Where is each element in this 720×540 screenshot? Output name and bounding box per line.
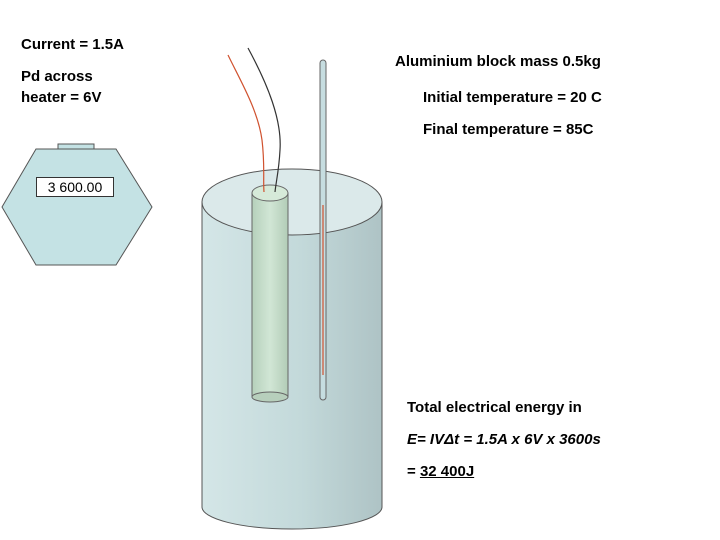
heater-bottom [251, 391, 289, 403]
initial-temperature-label: Initial temperature = 20 C [423, 89, 602, 106]
heater-body [251, 192, 289, 398]
joulemeter-body [1, 148, 153, 266]
mass-label: Aluminium block mass 0.5kg [395, 53, 601, 70]
thermometer [319, 59, 327, 401]
current-label: Current = 1.5A [21, 36, 124, 53]
heater-top [251, 184, 289, 202]
energy-result-prefix: = [407, 463, 420, 480]
aluminium-block [201, 168, 383, 530]
pd-label-line1: Pd across [21, 68, 93, 85]
energy-heading: Total electrical energy in [407, 399, 582, 416]
joulemeter [1, 143, 153, 266]
joulemeter-reading: 3 600.00 [36, 177, 114, 197]
final-temperature-label: Final temperature = 85C [423, 121, 594, 138]
block-top [201, 168, 383, 236]
dark-wire [247, 47, 281, 193]
red-wire [227, 54, 265, 193]
energy-equation: E= IVΔt = 1.5A x 6V x 3600s [407, 431, 601, 448]
energy-result: = 32 400J [407, 462, 474, 481]
energy-result-value: 32 400J [419, 463, 475, 480]
heater [251, 184, 289, 403]
block-body [201, 201, 383, 530]
pd-label-line2: heater = 6V [21, 89, 102, 106]
